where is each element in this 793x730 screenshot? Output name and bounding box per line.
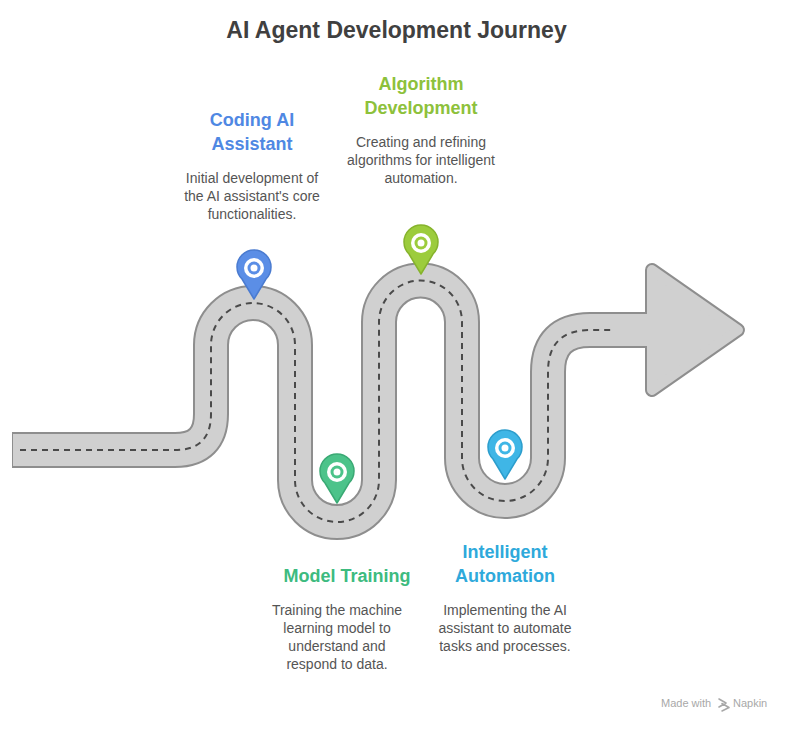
diagram-title: AI Agent Development Journey bbox=[0, 16, 793, 44]
road-surface bbox=[13, 281, 655, 522]
milestone-heading: Intelligent Automation bbox=[439, 540, 571, 588]
watermark-text: Made with bbox=[661, 696, 711, 710]
pin-marker bbox=[404, 225, 438, 274]
pin-body bbox=[488, 430, 522, 479]
watermark-text: Napkin bbox=[733, 696, 767, 710]
pin-dot bbox=[251, 265, 258, 272]
milestone-node: Algorithm DevelopmentCreating and refini… bbox=[346, 72, 496, 187]
pin-ring bbox=[411, 233, 431, 253]
milestone-node: Intelligent AutomationImplementing the A… bbox=[430, 540, 580, 655]
pin-marker bbox=[488, 430, 522, 479]
pin-body bbox=[404, 225, 438, 274]
pin-body bbox=[320, 454, 354, 503]
milestone-description: Creating and refining algorithms for int… bbox=[346, 133, 496, 187]
pin-ring bbox=[331, 466, 344, 479]
milestone-heading: Coding AI Assistant bbox=[196, 108, 308, 156]
pin-marker bbox=[237, 250, 271, 299]
pin-marker bbox=[320, 454, 354, 503]
pin-dot bbox=[418, 240, 425, 247]
pin-ring bbox=[499, 442, 512, 455]
pin-body bbox=[237, 250, 271, 299]
pin-ring bbox=[327, 462, 347, 482]
milestone-heading: Algorithm Development bbox=[355, 72, 487, 120]
pin-dot bbox=[502, 445, 509, 452]
pin-ring bbox=[248, 262, 261, 275]
road-outline bbox=[12, 281, 655, 522]
arrow-head bbox=[652, 270, 738, 390]
pin-ring bbox=[415, 237, 428, 250]
milestone-description: Training the machine learning model to u… bbox=[262, 601, 412, 673]
milestone-description: Initial development of the AI assistant'… bbox=[177, 169, 327, 223]
road-centerline bbox=[20, 281, 612, 522]
pin-dot bbox=[334, 469, 341, 476]
pin-ring bbox=[495, 438, 515, 458]
pin-ring bbox=[244, 258, 264, 278]
milestone-node: Model TrainingTraining the machine learn… bbox=[262, 564, 412, 673]
arrow-head-outline bbox=[652, 270, 738, 390]
milestone-description: Implementing the AI assistant to automat… bbox=[430, 601, 580, 655]
watermark-logo bbox=[719, 699, 729, 711]
milestone-heading: Model Training bbox=[262, 564, 432, 588]
milestone-node: Coding AI AssistantInitial development o… bbox=[177, 108, 327, 223]
